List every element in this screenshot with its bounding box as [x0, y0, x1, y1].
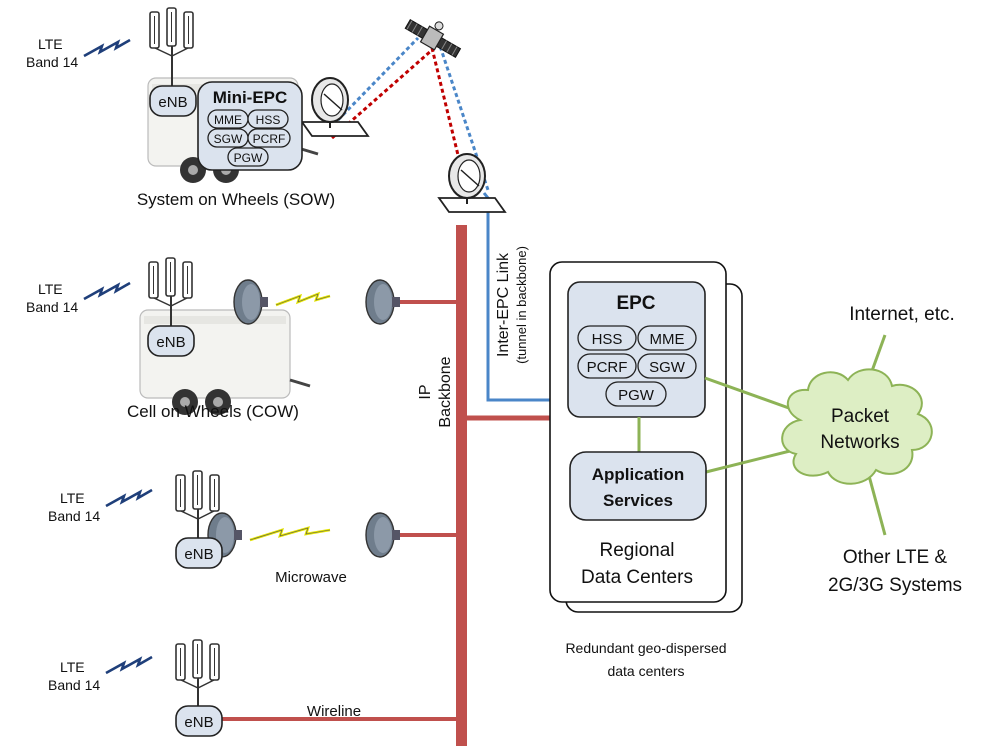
app-services-line1: Application [592, 465, 685, 484]
cloud-line2: Networks [820, 432, 899, 453]
epc-pgw-pill [605, 381, 667, 407]
mw-band-label: Band 14 [48, 508, 100, 524]
cow-backbone-dish-icon [365, 279, 401, 325]
satellite-link-blue-1 [336, 36, 420, 122]
mini-epc-pcrf-pill [247, 128, 291, 148]
regional-line1: Regional [600, 540, 675, 561]
hub-satellite-dish-icon [438, 153, 506, 213]
mini-epc-pcrf: PCRF [253, 132, 286, 146]
cow-lightning-icon [82, 281, 132, 301]
sow-lightning-icon [82, 38, 132, 58]
satellite-link-blue-2 [436, 39, 490, 191]
mini-epc-hss: HSS [256, 113, 281, 127]
internet-label: Internet, etc. [849, 304, 955, 325]
other-line1: Other LTE & [843, 547, 948, 568]
satellite-icon [404, 18, 462, 59]
cow-caption: Cell on Wheels (COW) [127, 402, 299, 421]
backbone-label-line1: IP [417, 384, 434, 399]
mw-enb-box [175, 537, 223, 569]
app-services-line2: Services [603, 491, 673, 510]
wl-caption: Wireline [307, 703, 361, 720]
cow-enb-label: eNB [156, 334, 185, 351]
inter-epc-label: Inter-EPC Link [495, 252, 512, 357]
redundant-line2: data centers [607, 663, 684, 679]
mini-epc-pgw-pill [227, 147, 269, 167]
epc-hss-pill [577, 325, 637, 351]
mw-caption: Microwave [275, 569, 347, 586]
cow-enb-box [147, 325, 195, 357]
wl-enb-box [175, 705, 223, 737]
epc-pcrf-pill [577, 353, 637, 379]
mini-epc-sgw: SGW [214, 132, 243, 146]
mw-lightning-icon [104, 488, 154, 508]
cloud-to-other-link [866, 471, 887, 536]
inter-epc-sublabel: (tunnel in backbone) [514, 246, 529, 364]
mw-lte-label: LTE [60, 490, 85, 506]
epc-hss: HSS [592, 331, 623, 348]
cow-band-label: Band 14 [26, 299, 78, 315]
epc-mme-pill [637, 325, 697, 351]
sow-satellite-dish-icon [301, 77, 369, 137]
wl-lightning-icon [104, 655, 154, 675]
redundant-line1: Redundant geo-dispersed [565, 640, 726, 656]
mw-backbone-dish-icon [365, 512, 401, 558]
mini-epc-box [197, 81, 303, 171]
sow-band-label: Band 14 [26, 54, 78, 70]
epc-box [567, 281, 706, 418]
wl-enb-label: eNB [184, 714, 213, 731]
wl-lte-label: LTE [60, 659, 85, 675]
mini-epc-title: Mini-EPC [213, 88, 288, 107]
epc-sgw-pill [637, 353, 697, 379]
wl-band-label: Band 14 [48, 677, 100, 693]
epc-mme: MME [650, 331, 685, 348]
cow-lte-label: LTE [38, 281, 63, 297]
app-to-cloud-link [705, 446, 803, 474]
app-services-box [569, 451, 707, 521]
ip-backbone-bar [456, 225, 467, 746]
epc-pgw: PGW [618, 387, 655, 404]
mw-microwave-lightning-icon [249, 526, 331, 542]
cow-microwave-lightning-icon [275, 291, 331, 307]
epc-pcrf: PCRF [587, 359, 628, 376]
sow-enb-label: eNB [158, 94, 187, 111]
backbone-label-line2: Backbone [437, 356, 454, 427]
sow-caption: System on Wheels (SOW) [137, 190, 335, 209]
mw-enb-label: eNB [184, 546, 213, 563]
packet-networks-cloud [781, 368, 933, 485]
epc-to-cloud-link [704, 376, 801, 414]
cloud-line1: Packet [831, 406, 890, 427]
regional-line2: Data Centers [581, 567, 693, 588]
epc-sgw: SGW [649, 359, 686, 376]
mini-epc-pgw: PGW [234, 151, 263, 165]
epc-title: EPC [616, 293, 655, 314]
mini-epc-mme: MME [214, 113, 242, 127]
other-line2: 2G/3G Systems [828, 575, 962, 596]
sow-enb-box [149, 85, 197, 117]
sow-lte-label: LTE [38, 36, 63, 52]
inter-epc-link-line [482, 192, 568, 402]
mini-epc-hss-pill [247, 109, 289, 129]
